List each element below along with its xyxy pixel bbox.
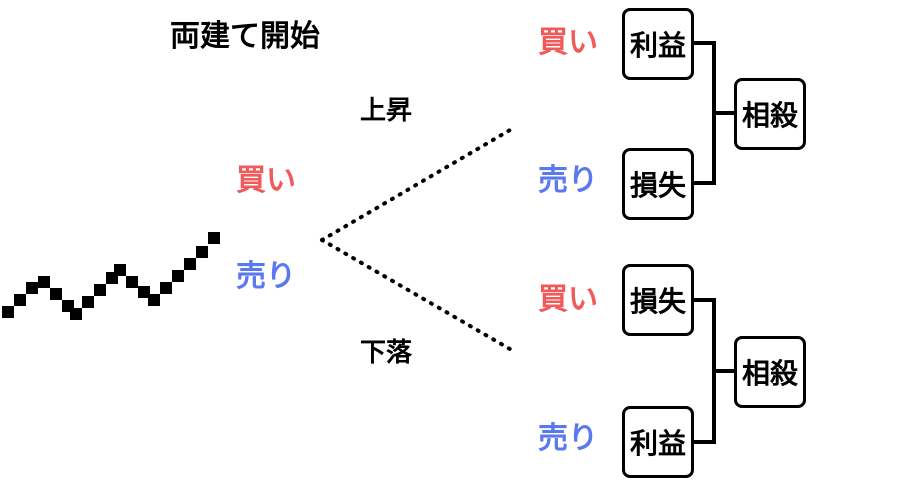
chart-pixel [70,308,82,320]
entry-buy-label: 買い [236,163,296,198]
down-row2-result-box: 利益 [622,406,694,478]
chart-pixel [148,294,160,306]
chart-pixel [114,264,126,276]
chart-pixel [196,246,208,258]
chart-pixel [160,282,172,294]
down-offset-box: 相殺 [734,336,806,408]
chart-pixel [94,284,106,296]
chart-pixel [38,276,50,288]
up-offset-box: 相殺 [734,78,806,150]
down-row1-side: 買い [538,282,598,317]
up-branch-dotted-line [320,128,512,242]
down-row2-side: 売り [538,421,598,456]
chart-pixel [14,294,26,306]
diagram-title: 両建て開始 [170,19,320,54]
chart-pixel [50,288,62,300]
chart-pixel [126,276,138,288]
up-row1-side: 買い [538,25,598,60]
lower-bracket-line [694,298,716,444]
chart-pixel [138,286,150,298]
chart-pixel [184,258,196,270]
branch-down-label: 下落 [360,338,413,368]
chart-pixel [2,306,14,318]
up-row1-result-box: 利益 [622,8,694,80]
down-row1-result-box: 損失 [622,264,694,336]
chart-pixel [26,282,38,294]
chart-pixel [172,270,184,282]
up-row2-side: 売り [538,163,598,198]
price-chart-icon [0,0,240,330]
down-branch-dotted-line [320,238,517,354]
entry-sell-label: 売り [236,259,296,294]
chart-pixel [208,232,220,244]
chart-pixel [82,296,94,308]
up-row2-result-box: 損失 [622,148,694,220]
branch-up-label: 上昇 [360,96,413,126]
upper-bracket-line [694,41,716,185]
